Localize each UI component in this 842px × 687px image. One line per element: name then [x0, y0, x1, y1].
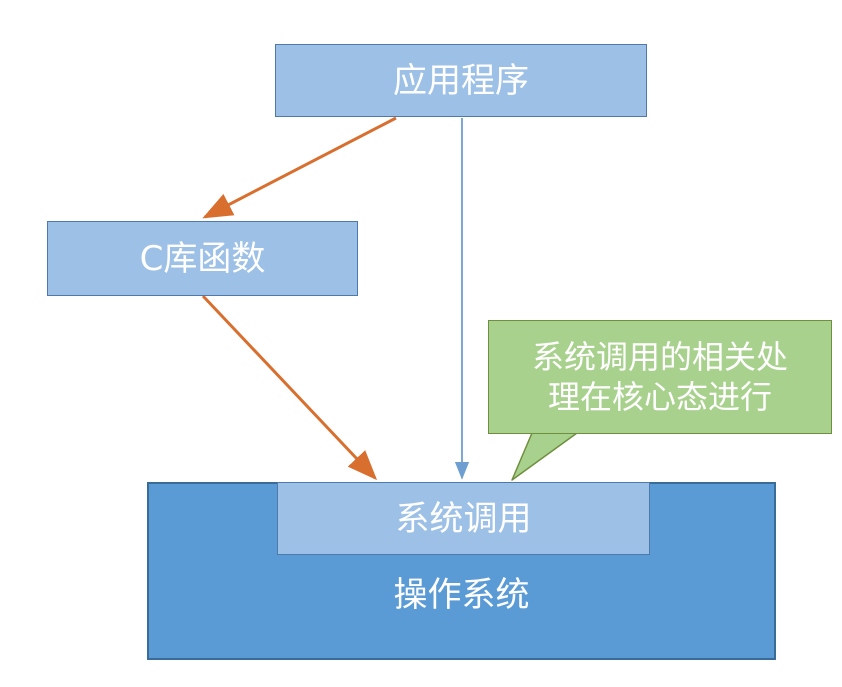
clib-to-syscall-arrow: [201, 294, 378, 481]
c-library-functions-label: C库函数: [139, 238, 266, 279]
kernel-mode-callout-line-1: 系统调用的相关处: [531, 338, 788, 376]
c-library-functions-node: C库函数: [47, 221, 358, 296]
kernel-mode-callout-text: 系统调用的相关处 理在核心态进行: [532, 337, 788, 417]
callout-tail: [511, 432, 578, 481]
application-program-label: 应用程序: [393, 60, 529, 101]
operating-system-label: 操作系统: [393, 575, 530, 615]
kernel-mode-callout-line-2: 理在核心态进行: [547, 378, 772, 416]
system-call-node: 系统调用: [277, 482, 650, 555]
app-to-clib-arrow: [202, 116, 397, 219]
application-program-node: 应用程序: [275, 44, 647, 117]
system-call-label: 系统调用: [395, 498, 532, 539]
kernel-mode-callout: 系统调用的相关处 理在核心态进行: [488, 320, 832, 434]
